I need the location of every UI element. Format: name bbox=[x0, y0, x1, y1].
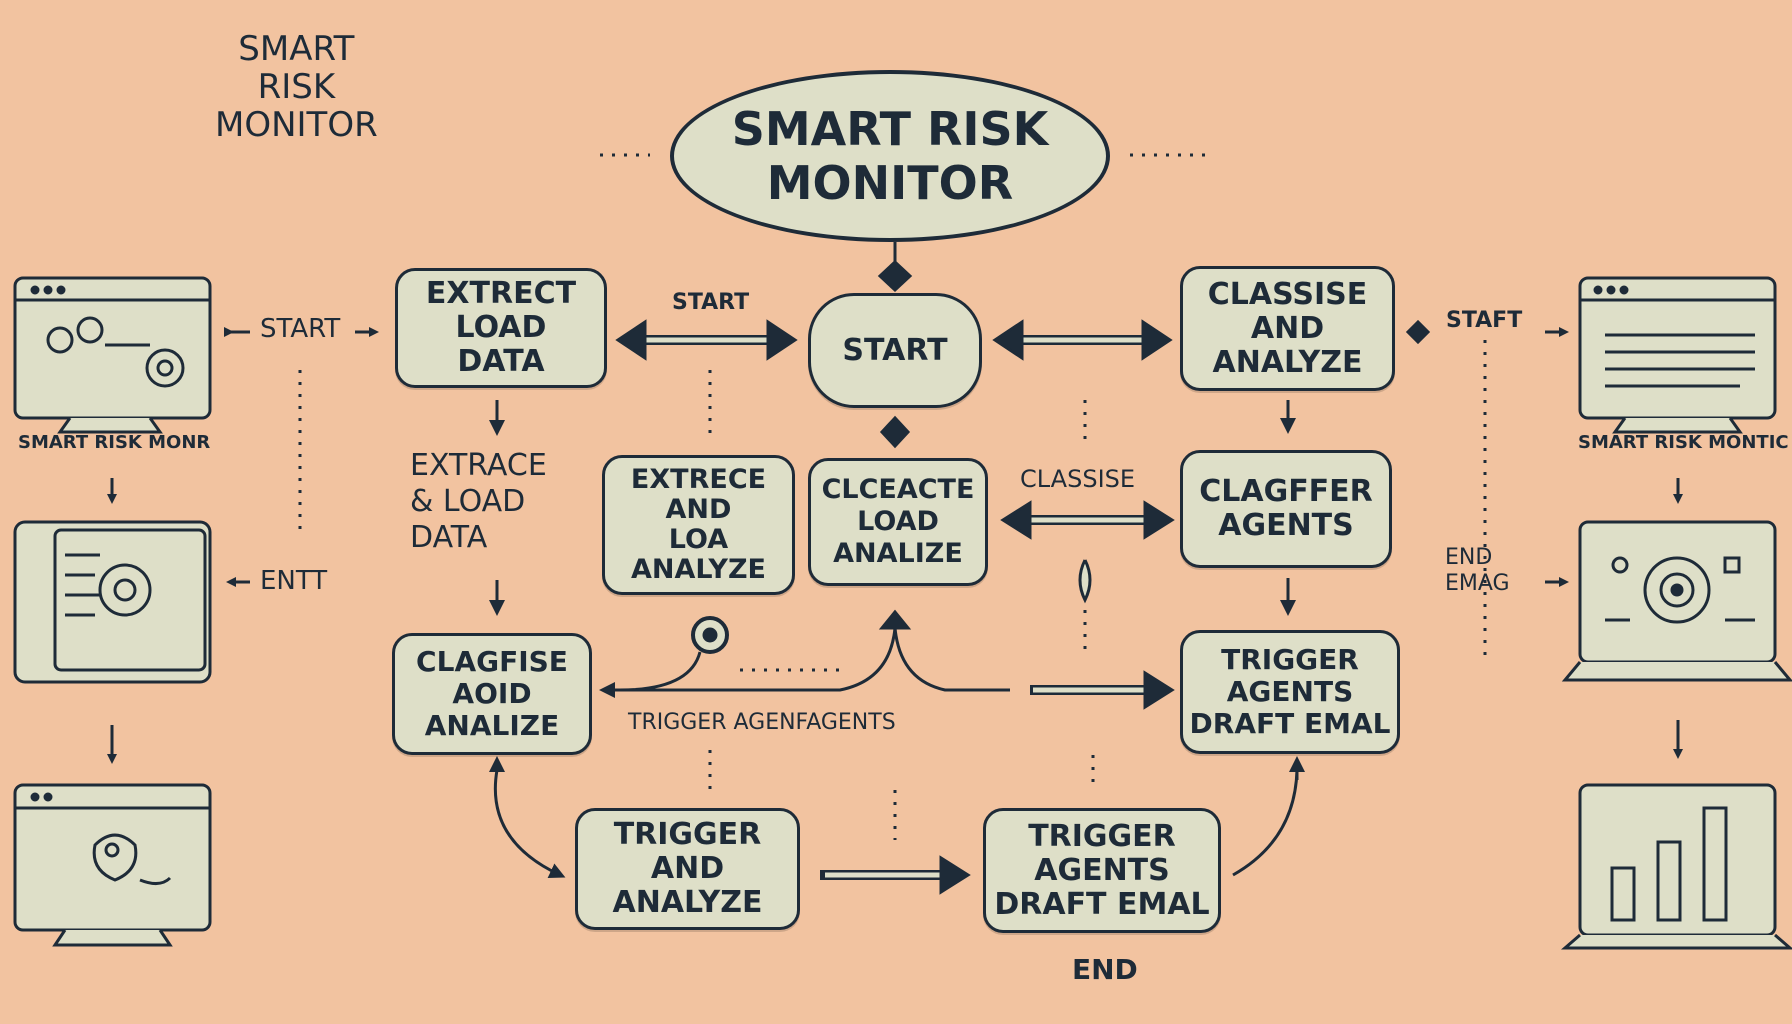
title-node[interactable]: SMART RISK MONITOR bbox=[670, 70, 1110, 242]
node-extrece-analyze[interactable]: EXTRECE AND LOA ANALYZE bbox=[602, 455, 795, 595]
monitor-alert-icon bbox=[13, 783, 212, 947]
node-classise-analyze[interactable]: CLASSISE AND ANALYZE bbox=[1180, 266, 1395, 391]
monitor-list-icon bbox=[1578, 276, 1777, 434]
tablet-gear-icon bbox=[13, 520, 212, 684]
corner-title: SMART RISK MONITOR bbox=[215, 29, 378, 145]
node-trigger-draft-right[interactable]: TRIGGER AGENTS DRAFT EMAL bbox=[1180, 630, 1400, 754]
label-extract-load-data: EXTRACE & LOAD DATA bbox=[410, 448, 547, 555]
node-extract-load[interactable]: EXTRECT LOAD DATA bbox=[395, 268, 607, 388]
label-trigger-agents: TRIGGER AGENFAGENTS bbox=[628, 710, 896, 735]
monitor-gears-icon bbox=[13, 276, 212, 434]
label-end: END bbox=[1072, 953, 1138, 986]
label-device-right: SMART RISK MONTIC bbox=[1578, 432, 1789, 453]
label-device-left: SMART RISK MONR bbox=[18, 432, 211, 453]
node-trigger-draft-bottom[interactable]: TRIGGER AGENTS DRAFT EMAL bbox=[983, 808, 1221, 933]
label-end-email: END EMAG bbox=[1445, 545, 1510, 596]
label-classise: CLASSISE bbox=[1020, 465, 1136, 493]
laptop-chart-icon bbox=[1560, 783, 1792, 950]
label-start-mid: START bbox=[672, 290, 750, 315]
label-entt: ENTT bbox=[260, 566, 328, 596]
diamond-connector bbox=[877, 259, 913, 293]
label-start-right: STAFT bbox=[1446, 308, 1523, 333]
laptop-target-icon bbox=[1561, 520, 1792, 682]
label-start-left: START bbox=[260, 314, 341, 344]
node-cleceacte-load[interactable]: CLCEACTE LOAD ANALIZE bbox=[808, 458, 988, 586]
node-clagffer-agents[interactable]: CLAGFFER AGENTS bbox=[1180, 450, 1392, 568]
node-trigger-analyze[interactable]: TRIGGER AND ANALYZE bbox=[575, 808, 800, 930]
node-start[interactable]: START bbox=[808, 293, 982, 408]
node-clagfise-analize[interactable]: CLAGFISE AOID ANALIZE bbox=[392, 633, 592, 755]
